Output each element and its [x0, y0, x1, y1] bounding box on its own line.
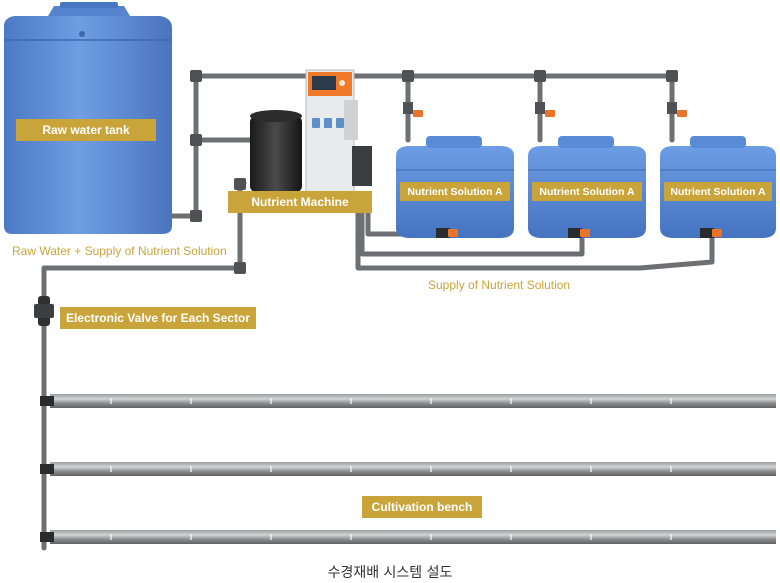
tank-to-machine-pipe: [193, 73, 255, 143]
cultivation-bench-1: [40, 394, 776, 408]
nutrient-solution-label-2: Nutrient Solution A: [532, 182, 642, 201]
electronic-valve: [34, 296, 54, 326]
cultivation-bench-3: [40, 530, 776, 544]
raw-water-tank-label: Raw water tank: [16, 119, 156, 141]
supply-line-3: [355, 207, 715, 271]
nutrient-drum: [250, 116, 302, 192]
tank-outlet-pipe: [169, 137, 199, 219]
electronic-valve-label: Electronic Valve for Each Sector: [60, 307, 256, 329]
raw-water-tank: [4, 2, 172, 234]
nutrient-machine-label: Nutrient Machine: [228, 191, 372, 213]
diagram-caption: 수경재배 시스템 설도: [327, 565, 453, 581]
machine-output-pipe: [41, 180, 247, 551]
supply-nutrient-note: Supply of Nutrient Solution: [428, 278, 571, 292]
raw-water-supply-note: Raw Water + Supply of Nutrient Solution: [12, 244, 227, 258]
bench-markers: [110, 398, 672, 540]
pipe-fittings: [190, 70, 678, 274]
cultivation-bench-2: [40, 462, 776, 476]
inlet-valves: [403, 102, 687, 117]
nutrient-solution-label-3: Nutrient Solution A: [664, 182, 772, 201]
nutrient-machine: [250, 69, 372, 195]
cultivation-bench-label: Cultivation bench: [362, 496, 482, 518]
valve-orange-icon: [413, 110, 423, 117]
nutrient-solution-label-1: Nutrient Solution A: [400, 182, 510, 201]
valve-orange-icon: [677, 110, 687, 117]
valve-orange-icon: [545, 110, 555, 117]
supply-line-2: [359, 207, 585, 257]
